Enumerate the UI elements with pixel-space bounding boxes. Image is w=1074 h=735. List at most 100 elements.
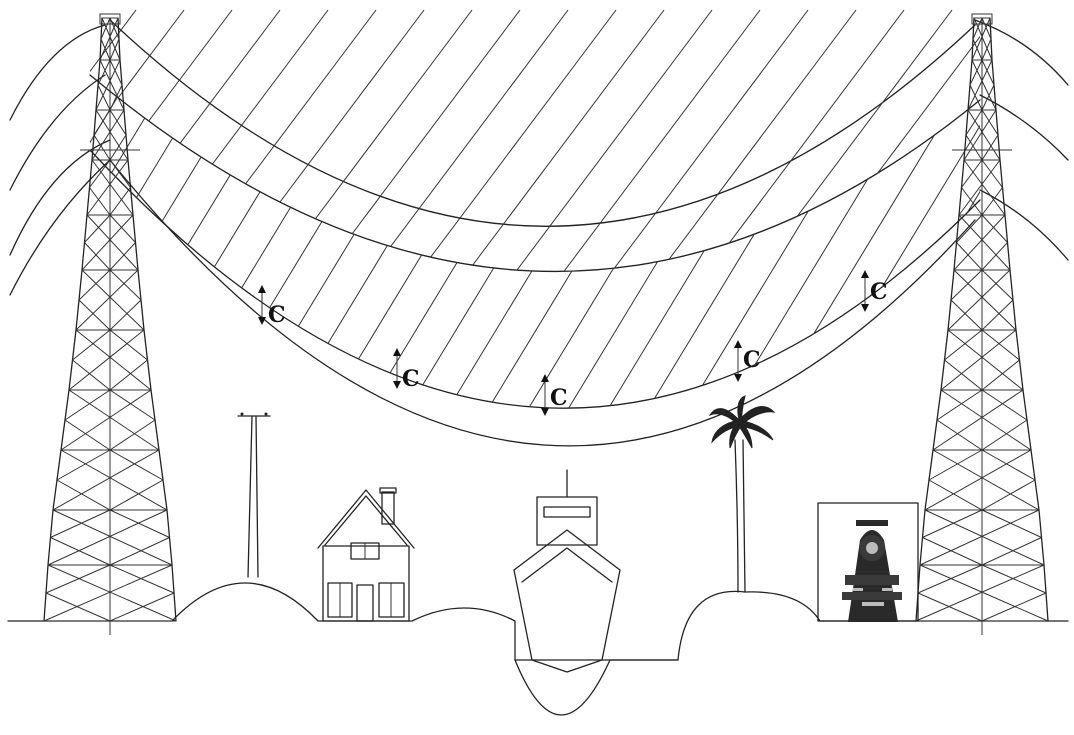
tower-brace [965, 134, 983, 161]
tower-brace [944, 359, 983, 391]
tower-brace [947, 269, 1011, 331]
tower-brace [981, 564, 1047, 594]
tower-brace [78, 269, 111, 301]
tower-brace [928, 449, 983, 481]
conductor-upper-band [89, 74, 981, 273]
tower-brace [84, 242, 111, 271]
hatch-line [567, 9, 809, 272]
tower-brace [109, 509, 170, 538]
tower-brace [56, 449, 111, 481]
tower-brace [47, 509, 168, 566]
tower-brace [109, 329, 148, 361]
tower-brace [928, 479, 983, 511]
tower-brace [981, 17, 992, 40]
tower-brace [932, 449, 1040, 511]
tower-brace [958, 159, 1001, 216]
tower-brace [91, 109, 125, 161]
clearance-marker: C [258, 285, 286, 328]
transmission-tower-right [915, 13, 1049, 635]
tower-brace [915, 564, 1045, 622]
tower-brace [981, 84, 995, 111]
tower-brace [981, 59, 995, 86]
locomotive [817, 502, 919, 622]
tower-brace [924, 509, 1045, 566]
conductors [9, 19, 1069, 447]
tower-brace [52, 509, 173, 566]
tower-brace [78, 299, 111, 331]
tower-brace [60, 449, 168, 511]
hatch-line [90, 9, 233, 272]
tower-brace [100, 38, 111, 61]
tower-brace [922, 537, 983, 566]
tower-brace [109, 17, 120, 40]
tower-brace [84, 214, 111, 243]
tower-brace [100, 17, 111, 40]
hatch-line [183, 9, 425, 272]
tower-brace [953, 214, 1006, 271]
tower-brace [972, 17, 983, 40]
hatch-line [90, 75, 381, 409]
clearance-label: C [550, 385, 568, 411]
hatch-line [807, 9, 980, 272]
hatch-line [799, 75, 980, 409]
house-door [356, 584, 374, 622]
tower-brace [967, 109, 1001, 161]
tower-cap [99, 13, 121, 25]
hatch-line [759, 75, 980, 409]
tower-brace [981, 419, 1028, 451]
hatch-line [199, 75, 541, 409]
tower-brace [60, 389, 152, 451]
tower-brace [75, 269, 139, 331]
tower-brace [973, 17, 993, 61]
hatch-line [279, 9, 521, 272]
hatch-line [471, 9, 713, 272]
tower-brace [961, 159, 983, 188]
tower-brace [109, 242, 136, 271]
tower-brace [981, 329, 1020, 361]
hatch-line [439, 75, 781, 409]
clearance-marker: C [541, 374, 568, 416]
tower-brace [917, 564, 983, 594]
tower-brace [109, 299, 142, 331]
tower-brace [940, 329, 1017, 391]
tower-brace [958, 214, 1011, 271]
tower-brace [81, 269, 145, 331]
tower-brace [969, 84, 983, 111]
hatch-line [479, 75, 821, 409]
tower-brace [109, 269, 142, 301]
tower-brace [981, 509, 1042, 538]
clearance-markers: C C C C C [258, 270, 888, 416]
hatch-line [135, 9, 377, 272]
tower-brace [95, 59, 121, 111]
tower-leg [43, 17, 103, 622]
tower-brace [956, 242, 983, 271]
tower-brace [950, 299, 983, 331]
tower-brace [981, 214, 1008, 243]
tower-brace [109, 84, 123, 111]
tower-brace [109, 59, 123, 86]
tower-brace [93, 109, 111, 136]
tower-brace [109, 38, 120, 61]
tower-brace [109, 134, 127, 161]
hatch-line [359, 75, 701, 409]
tower-brace [86, 214, 139, 271]
tower-brace [981, 38, 992, 61]
tower-brace [981, 359, 1020, 391]
tower-brace [47, 564, 177, 622]
tower-brace [101, 17, 121, 61]
tower-brace [956, 214, 983, 243]
hatch-line [90, 9, 281, 272]
tower-brace [109, 109, 127, 136]
tower-brace [981, 109, 999, 136]
clearance-label: C [268, 302, 286, 328]
tower-brace [953, 269, 1017, 331]
tower-brace [97, 59, 111, 86]
hatch-line [90, 75, 141, 409]
tower-brace [981, 389, 1028, 421]
palm-tree [708, 395, 776, 593]
tower-brace [917, 592, 983, 622]
conductor-top [109, 19, 976, 227]
tower-brace [52, 449, 160, 511]
hatch-line [879, 75, 980, 409]
tower-brace [97, 84, 111, 111]
